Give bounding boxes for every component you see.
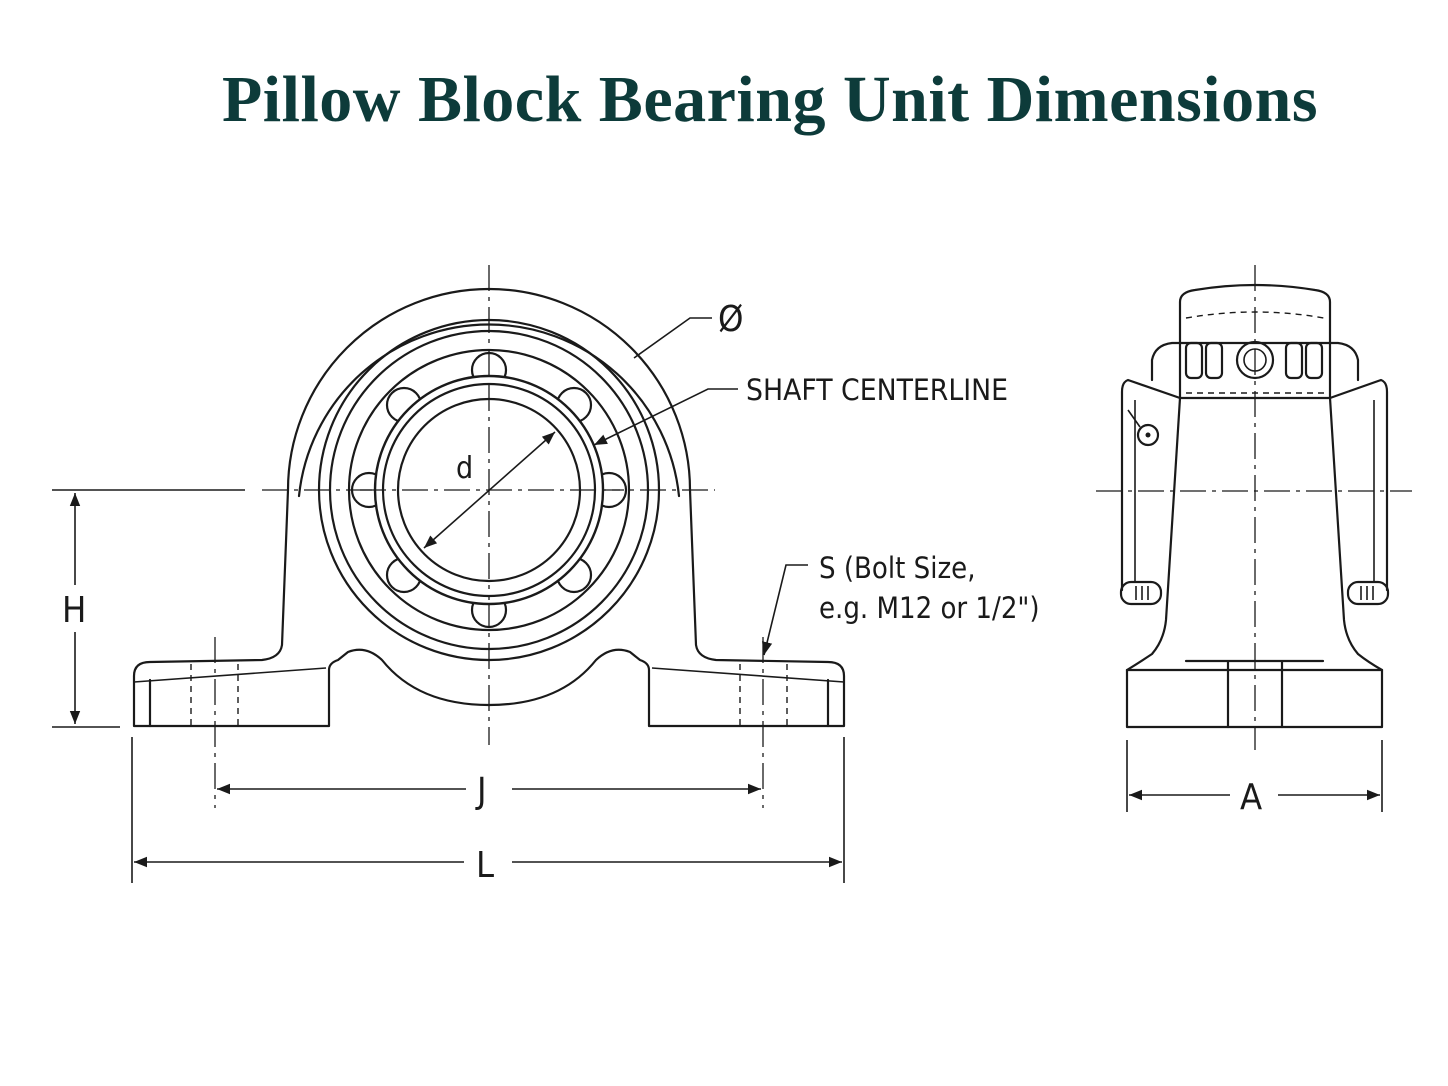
base-right-top-line xyxy=(651,667,845,683)
width-label: A xyxy=(1240,777,1262,818)
side-center-ball xyxy=(1235,340,1275,380)
base-left-top-line xyxy=(133,667,327,683)
side-center-ball-inner xyxy=(1243,348,1267,372)
housing-outer-rim xyxy=(297,323,681,498)
right-set-screw xyxy=(1346,580,1390,606)
insert-ring-3 xyxy=(347,348,631,632)
side-right-shoulder xyxy=(1328,378,1389,592)
insert-ring-2 xyxy=(328,329,650,651)
height-label: H xyxy=(62,590,86,631)
side-roller-1 xyxy=(1184,341,1204,380)
side-roller-2 xyxy=(1204,341,1224,380)
page-title: Pillow Block Bearing Unit Dimensions xyxy=(221,63,1319,136)
shaft-centerline-label: SHAFT CENTERLINE xyxy=(746,373,1008,407)
side-top-cap-hidden-top xyxy=(1185,311,1325,319)
diameter-symbol: Ø xyxy=(718,299,744,340)
side-housing-right xyxy=(1328,396,1384,672)
side-top-cap xyxy=(1178,283,1332,400)
grease-fitting-dot xyxy=(1145,432,1151,438)
side-base xyxy=(1125,668,1384,729)
insert-outer-ring xyxy=(317,318,661,662)
bolt-size-label-line1: S (Bolt Size, xyxy=(819,551,976,585)
bolt-size-leader xyxy=(762,564,808,656)
housing-outline xyxy=(132,287,846,728)
left-set-screw xyxy=(1119,580,1163,606)
grease-fitting xyxy=(1136,423,1160,447)
bolt-size-label-line2: e.g. M12 or 1/2") xyxy=(819,591,1040,625)
side-roller-4 xyxy=(1304,341,1324,380)
bore-label: d xyxy=(456,451,473,486)
grease-fitting-line xyxy=(1127,409,1141,428)
side-roller-3 xyxy=(1284,341,1304,380)
bolt-spacing-label: J xyxy=(475,771,487,812)
side-view: A xyxy=(1096,265,1412,818)
side-left-shoulder xyxy=(1120,378,1182,592)
bore-dimension-line xyxy=(423,431,556,549)
shaft-centerline-leader xyxy=(593,388,738,446)
front-view: d Ø SHAFT CENTERLINE S (Bolt Size, e.g. … xyxy=(52,265,1040,886)
side-housing-left xyxy=(1125,396,1182,672)
overall-length-label: L xyxy=(476,845,494,886)
diameter-leader xyxy=(633,317,712,359)
